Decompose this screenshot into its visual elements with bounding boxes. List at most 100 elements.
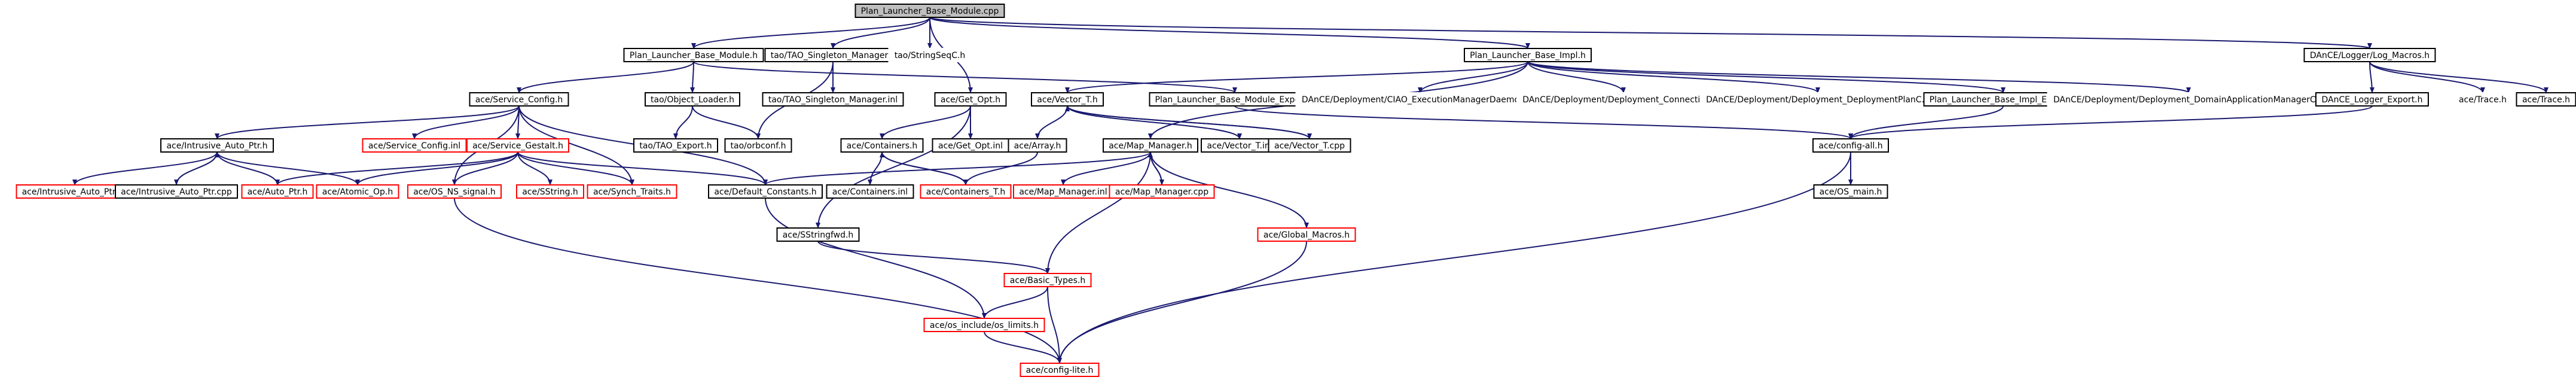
node-tao-singleton-inl[interactable]: tao/TAO_Singleton_Manager.inl (762, 92, 904, 107)
node-box (633, 138, 718, 153)
node-box (469, 92, 569, 107)
node-service-gestalt[interactable]: ace/Service_Gestalt.h (466, 138, 569, 153)
node-box (407, 184, 502, 199)
node-ace-trace-plain[interactable]: ace/Trace.h (2452, 92, 2513, 107)
node-os-ns-signal[interactable]: ace/OS_NS_signal.h (407, 184, 502, 199)
node-label: ace/Vector_T.inl (1207, 141, 1272, 151)
node-box (1813, 184, 1888, 199)
node-containers-h[interactable]: ace/Containers.h (840, 138, 924, 153)
node-label: ace/Intrusive_Auto_Ptr.cpp (121, 187, 232, 197)
edge-service-gestalt-to-default-constants (517, 151, 768, 186)
node-label: ace/Basic_Types.h (1010, 276, 1085, 285)
node-vector-t-cpp[interactable]: ace/Vector_T.cpp (1268, 138, 1351, 153)
edge-service-config-h-to-synch-traits (518, 105, 634, 186)
node-box (362, 138, 467, 153)
node-domainapp[interactable]: DAnCE/Deployment/Deployment_DomainApplic… (2047, 92, 2330, 107)
node-label: tao/orbconf.h (731, 141, 786, 151)
node-get-opt-h[interactable]: ace/Get_Opt.h (934, 92, 1007, 107)
node-box (645, 92, 740, 107)
node-label: Plan_Launcher_Base_Module.h (630, 51, 758, 60)
node-label: Plan_Launcher_Base_Module_Export.h (1155, 95, 1315, 105)
node-config-lite[interactable]: ace/config-lite.h (1020, 363, 1100, 377)
node-box (1812, 138, 1889, 153)
node-service-config-inl[interactable]: ace/Service_Config.inl (362, 138, 467, 153)
edge-plbi-h-to-domainapp (1527, 61, 2191, 93)
node-box (2303, 48, 2436, 62)
node-sstring[interactable]: ace/SString.h (516, 184, 584, 199)
node-basic-types[interactable]: ace/Basic_Types.h (1003, 273, 1092, 287)
node-box (516, 184, 584, 199)
node-containers-inl[interactable]: ace/Containers.inl (826, 184, 914, 199)
node-synch-traits[interactable]: ace/Synch_Traits.h (587, 184, 677, 199)
node-planc[interactable]: DAnCE/Deployment/Deployment_DeploymentPl… (1700, 92, 1936, 107)
edge-plbi-h-to-ciao-exec (1418, 61, 1528, 93)
node-default-constants[interactable]: ace/Default_Constants.h (708, 184, 823, 199)
node-orbconf[interactable]: tao/orbconf.h (724, 138, 792, 153)
node-box (623, 48, 764, 62)
node-containers-t[interactable]: ace/Containers_T.h (920, 184, 1012, 199)
edge-plbi-h-to-connc (1527, 61, 1626, 93)
node-label: ace/Containers.h (847, 141, 918, 151)
node-plbi-export[interactable]: Plan_Launcher_Base_Impl_Export.h (1923, 92, 2083, 107)
node-object-loader[interactable]: tao/Object_Loader.h (645, 92, 740, 107)
node-root[interactable]: Plan_Launcher_Base_Module.cpp (854, 4, 1005, 18)
node-stringseqc[interactable]: tao/StringSeqC.h (888, 48, 972, 62)
node-vector-t-h[interactable]: ace/Vector_T.h (1031, 92, 1104, 107)
node-map-manager-inl[interactable]: ace/Map_Manager.inl (1013, 184, 1113, 199)
node-tao-singleton-h[interactable]: tao/TAO_Singleton_Manager.h (764, 48, 902, 62)
node-label: ace/Atomic_Op.h (322, 187, 393, 197)
edge-basic-types-to-os-limits (982, 286, 1048, 319)
node-label: ace/OS_main.h (1820, 187, 1882, 197)
node-plbi-h[interactable]: Plan_Launcher_Base_Impl.h (1464, 48, 1592, 62)
node-map-manager-h[interactable]: ace/Map_Manager.h (1103, 138, 1198, 153)
edge-root-to-plbm-h (691, 17, 930, 49)
node-box (316, 184, 399, 199)
edge-plbm-h-to-service-config-h (517, 61, 694, 93)
node-plbm-h[interactable]: Plan_Launcher_Base_Module.h (623, 48, 764, 62)
node-label: ace/Containers_T.h (926, 187, 1006, 197)
edge-os-ns-signal-to-config-lite (454, 197, 1062, 364)
node-ciao-exec[interactable]: DAnCE/Deployment/CIAO_ExecutionManagerDa… (1295, 92, 1545, 107)
node-vector-t-inl[interactable]: ace/Vector_T.inl (1201, 138, 1278, 153)
node-label: ace/Trace.h (2522, 95, 2570, 105)
edge-map-manager-h-to-global-macros (1150, 151, 1309, 229)
node-box (854, 4, 1005, 18)
node-label: ace/Global_Macros.h (1263, 230, 1350, 240)
node-label: ace/Intrusive_Auto_Ptr.h (166, 141, 267, 151)
node-connc[interactable]: DAnCE/Deployment/Deployment_ConnectionC.… (1516, 92, 1730, 107)
node-global-macros[interactable]: ace/Global_Macros.h (1257, 227, 1356, 242)
node-label: ace/Synch_Traits.h (593, 187, 671, 197)
node-intrusive-inl[interactable]: ace/Intrusive_Auto_Ptr.inl (16, 184, 134, 199)
node-label: Plan_Launcher_Base_Module.cpp (861, 7, 999, 16)
node-auto-ptr[interactable]: ace/Auto_Ptr.h (241, 184, 314, 199)
node-log-macros[interactable]: DAnCE/Logger/Log_Macros.h (2303, 48, 2436, 62)
node-box (241, 184, 314, 199)
node-intrusive-h[interactable]: ace/Intrusive_Auto_Ptr.h (160, 138, 274, 153)
node-os-main[interactable]: ace/OS_main.h (1813, 184, 1888, 199)
edge-root-to-log-macros (929, 17, 2372, 49)
edge-plbm-export-to-config-all (1234, 105, 1853, 139)
node-box (840, 138, 924, 153)
node-sstringfwd[interactable]: ace/SStringfwd.h (776, 227, 860, 242)
node-os-limits[interactable]: ace/os_include/os_limits.h (923, 318, 1045, 332)
node-map-manager-cpp[interactable]: ace/Map_Manager.cpp (1109, 184, 1215, 199)
node-logger-export[interactable]: DAnCE_Logger_Export.h (2315, 92, 2429, 107)
node-tao-export[interactable]: tao/TAO_Export.h (633, 138, 718, 153)
node-label: DAnCE/Logger/Log_Macros.h (2310, 51, 2430, 60)
node-box (1257, 227, 1356, 242)
node-plbm-export[interactable]: Plan_Launcher_Base_Module_Export.h (1149, 92, 1321, 107)
node-intrusive-cpp[interactable]: ace/Intrusive_Auto_Ptr.cpp (115, 184, 238, 199)
node-box (826, 184, 914, 199)
node-ace-trace[interactable]: ace/Trace.h (2516, 92, 2576, 107)
edge-get-opt-h-to-containers-h (880, 105, 971, 139)
node-box (1031, 92, 1104, 107)
node-service-config-h[interactable]: ace/Service_Config.h (469, 92, 569, 107)
node-box (934, 92, 1007, 107)
node-get-opt-inl[interactable]: ace/Get_Opt.inl (932, 138, 1009, 153)
node-atomic-op[interactable]: ace/Atomic_Op.h (316, 184, 399, 199)
node-label: ace/Array.h (1014, 141, 1061, 151)
node-box (1464, 48, 1592, 62)
node-array-h[interactable]: ace/Array.h (1008, 138, 1067, 153)
node-config-all[interactable]: ace/config-all.h (1812, 138, 1889, 153)
node-label: ace/Service_Config.h (475, 95, 563, 105)
